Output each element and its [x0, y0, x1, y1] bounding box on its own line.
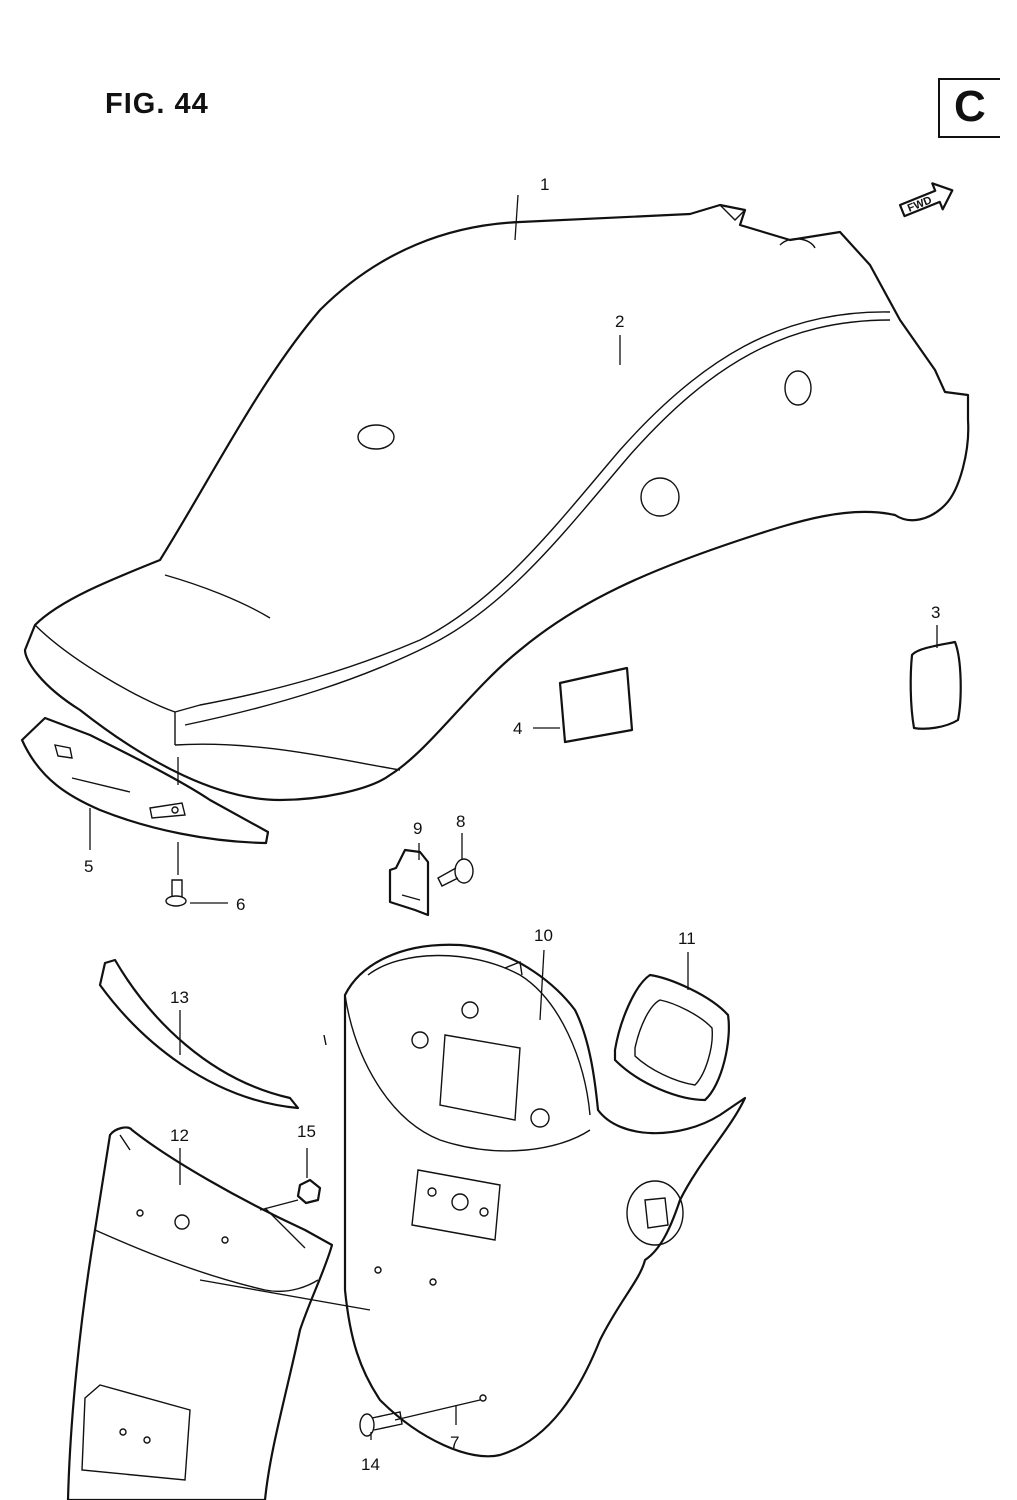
part-labels: 1 2 3 4 5 6 7 8 9 10 11 12 13 14 15	[84, 175, 940, 1474]
license-bracket-7	[343, 943, 747, 1458]
part-label-12: 12	[170, 1126, 189, 1145]
part-label-5: 5	[84, 857, 93, 876]
part-label-2: 2	[615, 312, 624, 331]
part-label-3: 3	[931, 603, 940, 622]
rear-fender	[23, 203, 970, 802]
bracket-5	[20, 716, 270, 845]
leader-lines	[89, 194, 938, 1440]
forward-arrow-icon: FWD	[898, 182, 954, 218]
detail-mark	[323, 1034, 327, 1046]
clip-9	[388, 848, 430, 917]
nut-15	[296, 1178, 322, 1205]
part-label-4: 4	[513, 719, 522, 738]
part-label-1: 1	[540, 175, 549, 194]
part-label-10: 10	[534, 926, 553, 945]
figure-title: FIG. 44	[105, 88, 209, 120]
bolt-8	[437, 858, 474, 887]
fwd-label: FWD	[906, 194, 934, 215]
mud-flap-12	[66, 1126, 334, 1500]
grommet-11	[613, 973, 730, 1102]
part-label-7: 7	[450, 1433, 459, 1452]
part-label-6: 6	[236, 895, 245, 914]
part-label-14: 14	[361, 1455, 380, 1474]
section-letter: C	[954, 82, 986, 131]
part-label-13: 13	[170, 988, 189, 1007]
part-label-8: 8	[456, 812, 465, 831]
part-label-11: 11	[678, 929, 696, 948]
screw-6	[165, 879, 187, 907]
part-label-9: 9	[413, 819, 422, 838]
section-tab: C	[938, 78, 1000, 138]
part-label-15: 15	[297, 1122, 316, 1141]
pad-4	[558, 666, 634, 744]
reflector-3	[909, 640, 962, 730]
trim-strip-13	[98, 958, 300, 1110]
